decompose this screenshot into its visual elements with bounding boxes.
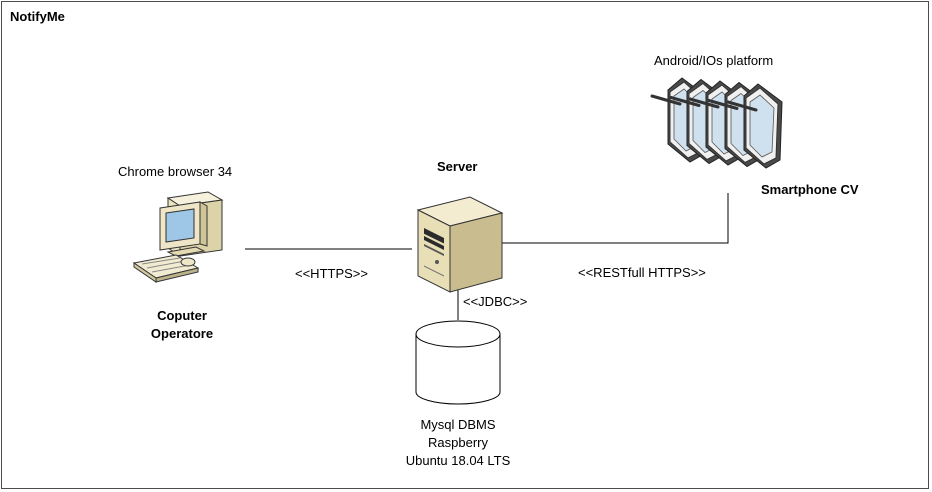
computer-icon [132,191,224,283]
smartphone-stack-icon [650,77,783,169]
computer-name-line2: Operatore [150,326,214,341]
connector-server-smartphone [502,193,729,244]
diagram-title: NotifyMe [10,9,65,24]
connector-label-https: <<HTTPS>> [295,266,368,281]
smartphone-name: Smartphone CV [761,182,859,197]
smartphone-caption: Android/IOs platform [654,53,774,68]
server-icon [416,196,504,293]
database-icon [415,320,501,405]
connector-label-jdbc: <<JDBC>> [463,294,528,309]
database-line3: Ubuntu 18.04 LTS [405,453,511,468]
computer-name-line1: Coputer [157,308,207,323]
database-line2: Raspberry [428,435,488,450]
computer-caption: Chrome browser 34 [118,164,233,179]
smartphone-icon [726,83,783,169]
database-line1: Mysql DBMS [420,417,496,432]
connector-label-restfull: <<RESTfull HTTPS>> [578,265,706,280]
server-name: Server [437,159,478,174]
